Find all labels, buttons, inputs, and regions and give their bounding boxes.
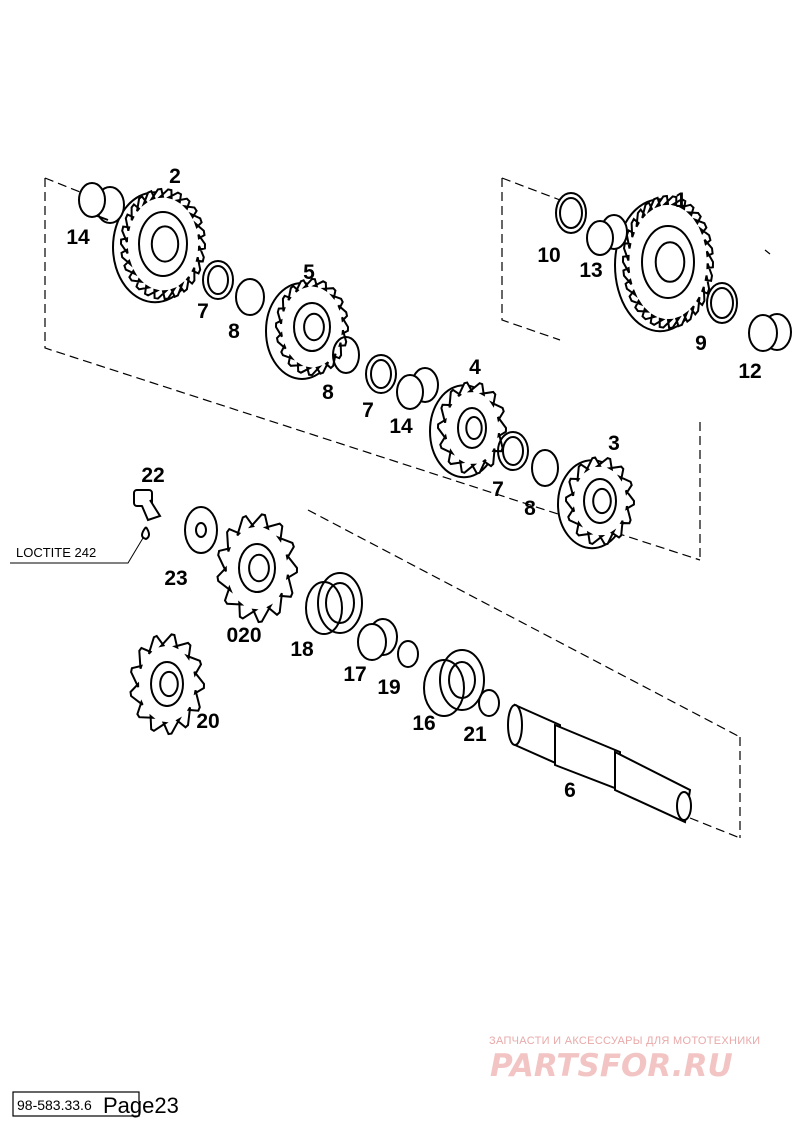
label-10: 10: [537, 244, 560, 267]
label-5: 5: [303, 261, 315, 284]
washer-9: [706, 282, 738, 324]
shaft-6: [507, 703, 692, 824]
label-8b: 8: [322, 381, 334, 404]
part-labels: 1 2 3 4 5 6 7 8 8 7 14 7 8 14 10 13 9 12…: [66, 165, 761, 802]
o-ring-21: [478, 689, 500, 717]
label-8c: 8: [524, 497, 536, 520]
gear-4: [429, 381, 508, 479]
gear-1: [614, 194, 715, 333]
label-8a: 8: [228, 320, 240, 343]
label-22: 22: [141, 464, 164, 487]
assembly-outline-bottom: [307, 509, 741, 839]
washer-10: [555, 192, 587, 234]
label-14a: 14: [66, 226, 90, 249]
footer-code: 98-583.33.6: [17, 1097, 92, 1113]
label-23: 23: [164, 567, 187, 590]
footer-page: Page23: [103, 1093, 179, 1118]
label-1: 1: [675, 189, 687, 212]
loctite-note: LOCTITE 242: [16, 545, 96, 560]
needle-bearing-13: [586, 214, 628, 256]
footer-code-box: [12, 1091, 140, 1117]
label-2: 2: [169, 165, 181, 188]
label-020: 020: [226, 624, 261, 647]
label-16: 16: [412, 712, 435, 735]
circlip-7c: [497, 431, 529, 471]
assembly-outline-right: [501, 177, 771, 341]
label-19: 19: [377, 676, 400, 699]
bushing-12: [748, 313, 792, 352]
circlip-8a: [235, 278, 265, 316]
loctite-leader-line: [10, 537, 144, 564]
label-20: 20: [196, 710, 219, 733]
needle-bearing-14-mid: [396, 367, 439, 410]
gear-3: [557, 456, 636, 550]
watermark-logo: PARTSFOR.RU: [490, 1048, 733, 1084]
needle-bearing-14-top: [78, 182, 125, 224]
sprocket-020: [216, 513, 299, 624]
circlip-8c: [531, 449, 559, 487]
label-6: 6: [564, 779, 576, 802]
sprocket-20: [129, 633, 206, 736]
label-18: 18: [290, 638, 314, 661]
gear-2: [112, 187, 207, 304]
ball-bearing-16: [423, 649, 485, 717]
parts-artwork: [112, 187, 715, 736]
circlip-7a: [202, 260, 234, 300]
label-14b: 14: [389, 415, 413, 438]
assembly-outline-left: [44, 177, 701, 561]
o-ring-19: [397, 640, 419, 668]
label-3: 3: [608, 432, 620, 455]
gear-5: [265, 277, 350, 380]
label-4: 4: [469, 356, 481, 379]
washer-23: [184, 506, 218, 554]
label-9: 9: [695, 332, 707, 355]
label-12: 12: [738, 360, 761, 383]
seal-18: [305, 572, 363, 635]
watermark-tagline: ЗАПЧАСТИ И АКСЕССУАРЫ ДЛЯ МОТОТЕХНИКИ: [489, 1035, 760, 1047]
label-7b: 7: [362, 399, 374, 422]
bushing-17: [357, 618, 398, 661]
label-7a: 7: [197, 300, 209, 323]
circlip-7b: [365, 354, 397, 394]
label-17: 17: [343, 663, 366, 686]
bolt-22: [133, 489, 162, 541]
label-21: 21: [463, 723, 487, 746]
label-13: 13: [579, 259, 602, 282]
label-7c: 7: [492, 478, 504, 501]
circlip-8b: [332, 336, 360, 374]
